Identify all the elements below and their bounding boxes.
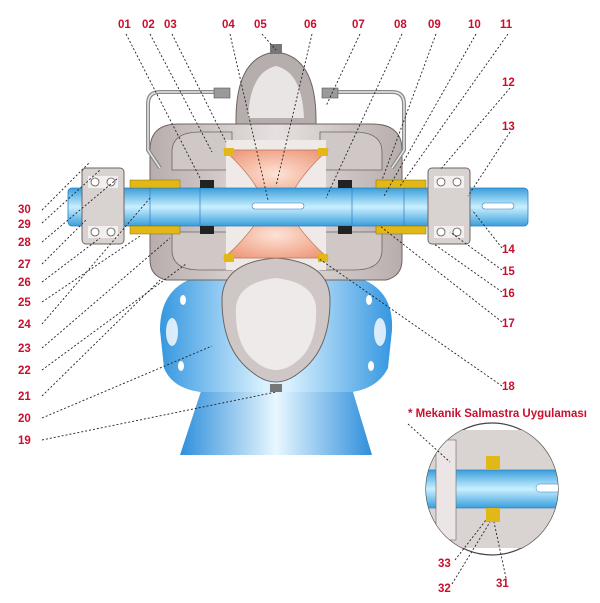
callouts-top: 01 02 03 04 05 06 07 08 09 10 11 bbox=[118, 19, 513, 31]
callout-12: 12 bbox=[502, 77, 515, 89]
callout-02: 02 bbox=[142, 19, 155, 31]
callout-23: 23 bbox=[18, 343, 31, 355]
callout-13: 13 bbox=[502, 121, 515, 133]
callout-21: 21 bbox=[18, 391, 31, 403]
callout-17: 17 bbox=[502, 318, 515, 330]
callout-09: 09 bbox=[428, 19, 441, 31]
callout-32: 32 bbox=[438, 583, 451, 595]
bearing-left bbox=[81, 167, 125, 245]
callout-25: 25 bbox=[18, 297, 31, 309]
callout-29: 29 bbox=[18, 219, 31, 231]
callout-07: 07 bbox=[352, 19, 365, 31]
detail-title: * Mekanik Salmastra Uygulaması bbox=[408, 408, 587, 420]
callout-20: 20 bbox=[18, 413, 31, 425]
flushing-pipes bbox=[146, 87, 406, 170]
callout-14: 14 bbox=[502, 244, 515, 256]
callout-33: 33 bbox=[438, 558, 451, 570]
callout-28: 28 bbox=[18, 237, 31, 249]
callout-04: 04 bbox=[222, 19, 235, 31]
callout-18: 18 bbox=[502, 381, 515, 393]
callout-19: 19 bbox=[18, 435, 31, 447]
callout-08: 08 bbox=[394, 19, 407, 31]
bearing-right bbox=[427, 167, 471, 245]
shaft bbox=[67, 187, 529, 227]
callouts-detail: 33 32 31 bbox=[438, 558, 509, 595]
mechanical-seal-detail bbox=[425, 422, 559, 556]
callout-10: 10 bbox=[468, 19, 481, 31]
callout-24: 24 bbox=[18, 319, 31, 331]
callout-05: 05 bbox=[254, 19, 267, 31]
callout-15: 15 bbox=[502, 266, 515, 278]
callout-01: 01 bbox=[118, 19, 131, 31]
callout-31: 31 bbox=[496, 578, 509, 590]
impeller bbox=[223, 148, 329, 262]
callout-11: 11 bbox=[500, 19, 513, 31]
callouts-right: 12 13 14 15 16 17 18 bbox=[502, 77, 515, 393]
callout-16: 16 bbox=[502, 288, 515, 300]
callout-27: 27 bbox=[18, 259, 31, 271]
callout-30: 30 bbox=[18, 204, 31, 216]
leader-lines bbox=[41, 33, 511, 585]
callout-26: 26 bbox=[18, 277, 31, 289]
callout-06: 06 bbox=[304, 19, 317, 31]
callouts-left: 30 29 28 27 26 25 24 23 22 21 20 19 bbox=[18, 204, 31, 447]
callout-03: 03 bbox=[164, 19, 177, 31]
callout-22: 22 bbox=[18, 365, 31, 377]
